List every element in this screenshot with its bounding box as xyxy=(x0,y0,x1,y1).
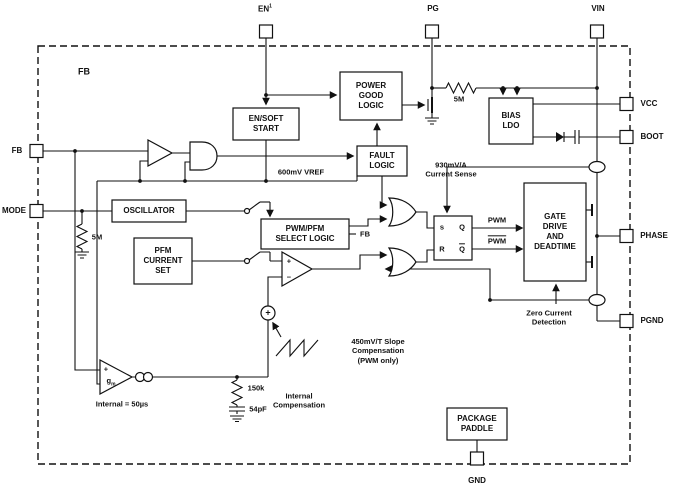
annotation-600mv-vref: 600mV VREF xyxy=(277,167,325,177)
and-gate-icon xyxy=(189,141,218,171)
pin-label-vin: VIN xyxy=(591,4,605,13)
block-pwm-pfm-select xyxy=(260,218,350,250)
annotation-pwm-n: PWM xyxy=(487,236,507,246)
block-label-pfm-current-set: PFM CURRENT SET xyxy=(143,246,183,275)
inner-fb-label: FB xyxy=(78,66,90,77)
annotation-5m-top: 5M xyxy=(453,94,465,104)
block-label-pwm-pfm-select: PWM/PFM SELECT LOGIC xyxy=(275,224,335,243)
or-gate-set-icon xyxy=(387,197,417,227)
current-mirror-icon xyxy=(142,371,154,383)
pin-vcc xyxy=(619,96,634,112)
pin-fb xyxy=(29,143,44,159)
pin-vin xyxy=(589,24,605,39)
pin-mode xyxy=(29,203,44,219)
annotation-fb-select: FB xyxy=(360,229,370,239)
block-power-good-logic xyxy=(339,71,403,121)
annotation-54pf: 54pF xyxy=(249,404,267,414)
annotation-slope-comp: 450mV/T Slope Compensation (PWM only) xyxy=(351,336,405,365)
pin-pgnd xyxy=(619,313,634,329)
pin-label-gnd: GND xyxy=(468,476,486,485)
latch-r-label: R xyxy=(439,244,445,254)
annotation-150k: 150k xyxy=(247,383,265,393)
block-label-package-paddle: PACKAGE PADDLE xyxy=(457,414,497,433)
block-label-power-good-logic: POWER GOOD LOGIC xyxy=(355,81,387,110)
pin-label-pgnd: PGND xyxy=(640,316,664,325)
pin-pg xyxy=(424,24,440,39)
block-fault-logic xyxy=(356,145,408,177)
pin-en xyxy=(258,24,274,39)
block-label-gate-drive: GATE DRIVE AND DEADTIME xyxy=(534,212,576,251)
wires xyxy=(43,38,620,452)
summing-plus-label: + xyxy=(265,307,271,318)
block-oscillator xyxy=(111,199,187,223)
annotation-pwm: PWM xyxy=(487,215,507,225)
pin-label-boot: BOOT xyxy=(640,132,664,141)
latch-s-label: s xyxy=(439,222,445,232)
fb-comparator-icon xyxy=(147,138,174,168)
block-label-oscillator: OSCILLATOR xyxy=(123,206,175,215)
pin-gnd xyxy=(469,451,485,466)
gm-label: gm xyxy=(106,376,116,388)
pin-label-mode: MODE xyxy=(2,206,26,215)
annotation-internal-50us: Internal = 50µs xyxy=(95,399,149,409)
pin-phase xyxy=(619,228,634,244)
annotation-zero-current: Zero Current Detection xyxy=(526,308,572,327)
annotation-5m-mode: 5M xyxy=(91,232,103,242)
high-side-current-sense-icon xyxy=(588,160,606,174)
summing-junction-icon xyxy=(260,305,276,321)
junction-dots xyxy=(73,86,599,379)
block-pfm-current-set xyxy=(133,237,193,285)
block-en-soft-start xyxy=(232,107,300,141)
block-label-en-soft-start: EN/SOFT START xyxy=(248,114,284,133)
mode-switch-1-icon xyxy=(243,207,251,215)
pin-label-en: EN1 xyxy=(258,3,272,14)
symbols xyxy=(99,132,606,395)
block-label-fault-logic: FAULT LOGIC xyxy=(369,151,395,170)
latch-qn-label: Q xyxy=(459,244,465,254)
low-side-current-sense-icon xyxy=(588,293,606,307)
block-package-paddle xyxy=(446,407,508,441)
boot-diode-icon xyxy=(556,132,564,142)
pin-label-pg: PG xyxy=(427,4,439,13)
ic-boundary xyxy=(37,45,631,465)
block-boxes xyxy=(111,71,587,441)
block-gate-drive xyxy=(523,182,587,282)
comparator-minus-label: − xyxy=(286,272,292,282)
gm-plus-label: + xyxy=(103,364,109,374)
latch-q-label: Q xyxy=(459,222,465,232)
pin-boot xyxy=(619,129,634,145)
annotation-current-sense: 930mV/A Current Sense xyxy=(425,160,477,179)
pin-squares xyxy=(29,24,634,466)
block-bias-ldo xyxy=(488,97,534,145)
block-label-bias-ldo: BIAS LDO xyxy=(501,111,521,130)
comparator-plus-label: + xyxy=(286,256,292,266)
block-sr-latch xyxy=(433,215,473,261)
or-gate-reset-icon xyxy=(387,247,417,277)
pin-label-vcc: VCC xyxy=(640,99,658,108)
annotation-internal-comp: Internal Compensation xyxy=(272,391,326,410)
pin-label-phase: PHASE xyxy=(640,231,668,240)
mode-switch-2-icon xyxy=(243,257,251,265)
pin-label-fb: FB xyxy=(11,146,23,155)
gm-error-amplifier-icon xyxy=(99,359,134,395)
pwm-comparator-icon xyxy=(281,250,314,288)
